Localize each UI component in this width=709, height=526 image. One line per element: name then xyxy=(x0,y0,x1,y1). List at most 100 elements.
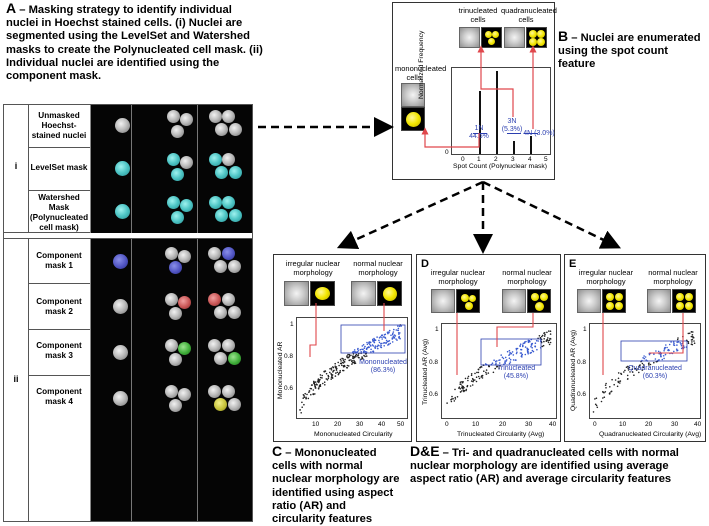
scatter-point xyxy=(368,342,370,344)
scatter-point xyxy=(620,373,623,375)
scatter-point xyxy=(339,369,341,372)
nucleus-image xyxy=(228,260,241,273)
scatter-point xyxy=(662,355,665,357)
scatter-point xyxy=(388,331,390,333)
nucleus-image xyxy=(229,209,242,222)
panel-a-text: – Masking strategy to identify individua… xyxy=(6,4,263,83)
scatter-point xyxy=(314,387,317,389)
scatter-point xyxy=(495,362,497,364)
scatter-point xyxy=(522,345,524,347)
scatter-point xyxy=(676,349,679,352)
divider xyxy=(29,283,90,284)
scatter-point xyxy=(648,362,650,364)
scatter-point xyxy=(668,343,671,346)
scatter-point xyxy=(362,350,365,353)
nucleus-image xyxy=(167,110,180,123)
scatter-point xyxy=(609,386,611,388)
scatter-point xyxy=(506,350,509,353)
scatter-point xyxy=(385,339,388,342)
panel-d-letter: D xyxy=(421,258,429,270)
scatter-point xyxy=(638,364,641,367)
scatter-point xyxy=(319,376,322,379)
scatter-point xyxy=(672,341,675,343)
scatter-point xyxy=(641,369,644,371)
scatter-point xyxy=(546,331,548,334)
scatter-point xyxy=(642,357,644,359)
scatter-point xyxy=(679,342,681,344)
scatter-point xyxy=(341,361,344,364)
scatter-point xyxy=(520,352,523,354)
scatter-point xyxy=(638,366,640,368)
nucleus-image xyxy=(228,398,241,411)
scatter-point xyxy=(330,378,332,380)
scatter-point xyxy=(339,371,341,374)
scatter-point xyxy=(547,337,549,339)
scatter-point xyxy=(387,332,389,335)
scatter-point xyxy=(467,379,469,382)
scatter-point xyxy=(527,341,530,344)
scatter-point xyxy=(303,403,305,406)
scatter-point xyxy=(376,345,378,348)
scatter-point xyxy=(538,335,541,337)
scatter-point xyxy=(458,387,460,389)
scatter-point xyxy=(631,368,634,370)
scatter-point xyxy=(604,384,607,386)
scatter-point xyxy=(454,396,456,399)
scatter-point xyxy=(643,355,645,357)
scatter-point xyxy=(493,359,495,361)
scatter-point xyxy=(648,353,651,356)
scatter-point xyxy=(363,347,366,349)
scatter-point xyxy=(509,353,511,355)
trinucleated-gate-label: Trinucleated(45.8%) xyxy=(491,365,541,381)
scatter-point xyxy=(603,396,606,398)
scatter-point xyxy=(631,365,634,367)
scatter-point xyxy=(547,339,549,342)
scatter-point xyxy=(371,344,374,346)
scatter-point xyxy=(344,358,346,361)
scatter-point xyxy=(471,384,474,386)
scatter-point xyxy=(395,329,398,331)
x-tick: 4 xyxy=(528,156,532,163)
scatter-point xyxy=(370,351,372,353)
scatter-point xyxy=(617,381,620,384)
scatter-point xyxy=(308,390,311,392)
scatter-point xyxy=(372,340,374,342)
scatter-point xyxy=(330,376,333,379)
scatter-point xyxy=(500,354,502,356)
scatter-point xyxy=(352,357,354,360)
scatter-point xyxy=(657,350,660,353)
scatter-point xyxy=(677,337,679,339)
y-tick: 1 xyxy=(435,326,439,333)
scatter-point xyxy=(653,353,655,355)
row-label-levelset: LevelSet mask xyxy=(30,163,88,172)
scatter-point xyxy=(673,350,675,353)
scatter-point xyxy=(543,340,545,343)
scatter-point xyxy=(357,350,360,352)
scatter-point xyxy=(467,377,469,379)
scatter-point xyxy=(610,390,612,393)
scatter-point xyxy=(535,339,538,342)
panel-d-points xyxy=(446,313,552,404)
nucleus-image xyxy=(171,211,184,224)
scatter-point xyxy=(498,362,501,364)
divider xyxy=(29,190,90,191)
normal-brightfield-thumb xyxy=(351,281,376,306)
scatter-point xyxy=(332,366,334,368)
scatter-point xyxy=(341,364,343,367)
scatter-point xyxy=(544,333,546,336)
scatter-point xyxy=(515,352,518,355)
scatter-point xyxy=(377,347,379,350)
scatter-point xyxy=(531,349,534,352)
scatter-point xyxy=(491,362,494,364)
scatter-point xyxy=(325,372,328,375)
nucleus-image xyxy=(180,199,193,212)
scatter-point xyxy=(340,360,342,362)
scatter-point xyxy=(626,378,629,380)
scatter-point xyxy=(515,347,518,350)
scatter-point xyxy=(312,393,314,395)
scatter-point xyxy=(388,329,391,332)
row-label-component-3: Component mask 3 xyxy=(36,341,82,360)
scatter-point xyxy=(353,359,355,362)
scatter-point xyxy=(635,369,638,371)
